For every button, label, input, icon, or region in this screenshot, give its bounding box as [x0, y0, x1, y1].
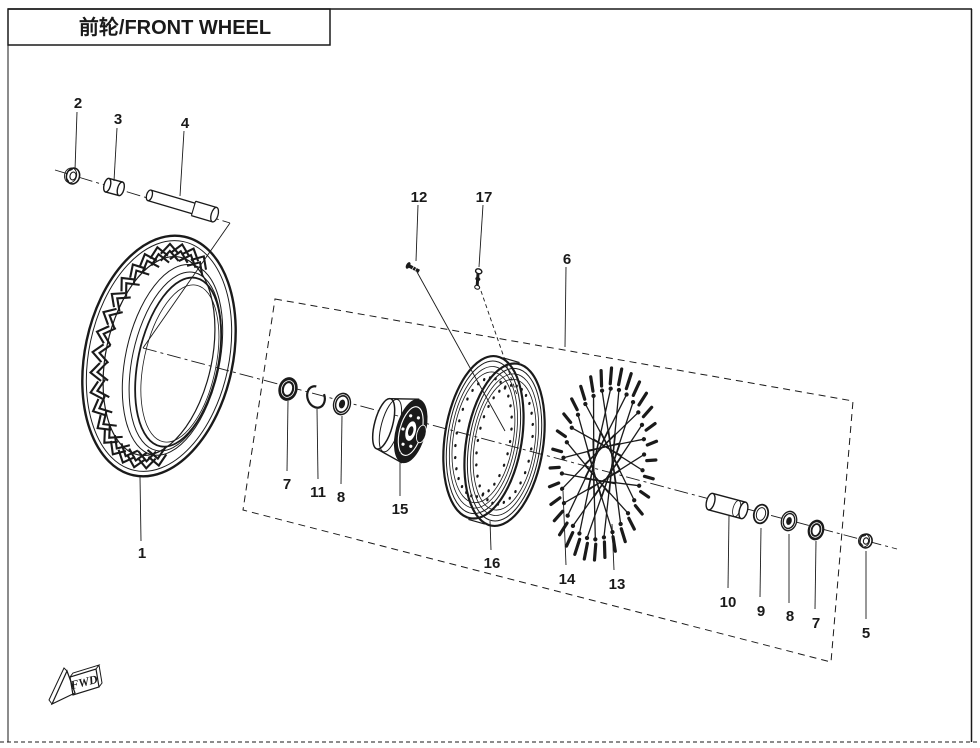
callout-4: 4	[181, 115, 190, 132]
callout-9: 9	[757, 603, 765, 620]
title-block: 前轮/FRONT WHEEL	[7, 8, 331, 46]
callout-7-right: 7	[812, 615, 820, 632]
page-title: 前轮/FRONT WHEEL	[79, 15, 271, 39]
callout-2: 2	[74, 95, 82, 112]
part-4-axle	[145, 189, 220, 223]
part-17-valve-stem	[474, 268, 483, 290]
wheel-assembly-boundary	[242, 298, 854, 663]
part-10-spacer-tube	[705, 492, 749, 520]
callout-16: 16	[484, 555, 501, 572]
callout-1: 1	[138, 545, 146, 562]
part-1-tire	[81, 234, 237, 478]
part-9-washer	[752, 503, 770, 525]
callout-15: 15	[392, 501, 409, 518]
part-5-nut	[858, 533, 873, 549]
callout-17: 17	[476, 189, 493, 206]
part-16-rim	[442, 354, 546, 528]
part-8-bearing-right	[780, 510, 798, 532]
part-7-seal-right	[807, 519, 825, 541]
callout-14: 14	[559, 571, 576, 588]
part-15-hub	[371, 397, 428, 464]
part-2-nut	[64, 167, 81, 185]
part-3-bushing	[102, 177, 126, 197]
part-12-screw	[405, 262, 420, 273]
fwd-label: FWD	[68, 672, 99, 693]
part-14-nipples	[547, 366, 659, 562]
part-13-spokes	[547, 366, 659, 562]
part-8-bearing-left	[332, 392, 352, 416]
callout-3: 3	[114, 111, 122, 128]
callout-8-right: 8	[786, 608, 794, 625]
callout-12: 12	[411, 189, 428, 206]
rim-spoke-holes-front	[454, 376, 513, 499]
callout-labels: 1 2 3 4 5 6 7 7 8 8 9 10 11 12 13 14 15 …	[74, 95, 870, 642]
page-border	[0, 8, 980, 743]
callout-11: 11	[310, 484, 326, 501]
callout-10: 10	[720, 594, 737, 611]
callout-13: 13	[609, 576, 626, 593]
part-11-circlip	[306, 385, 326, 409]
callout-8-left: 8	[337, 489, 345, 506]
fwd-arrow: FWD	[48, 664, 103, 706]
tire-tread-pattern	[88, 242, 208, 470]
part-7-seal-left	[278, 377, 298, 401]
callout-7-left: 7	[283, 476, 291, 493]
center-axis-line	[54, 169, 898, 550]
callout-5: 5	[862, 625, 870, 642]
callout-6: 6	[563, 251, 571, 268]
leader-lines	[74, 111, 867, 619]
